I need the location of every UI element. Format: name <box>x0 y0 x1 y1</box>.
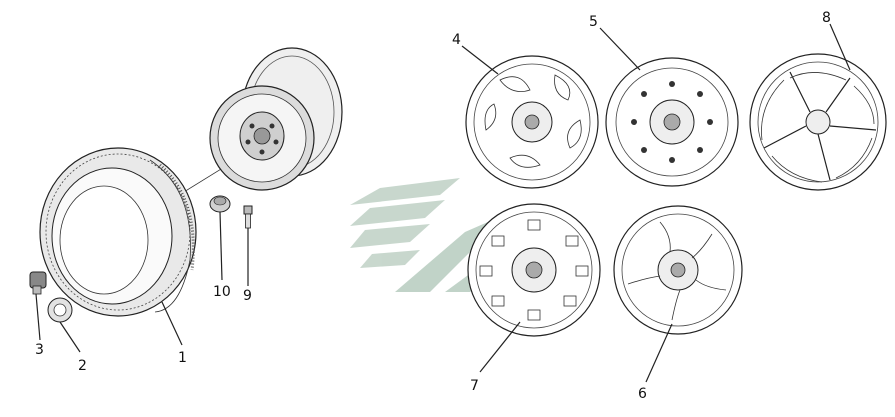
callout-2: 2 <box>78 358 87 374</box>
alloy-wheel-8 <box>749 53 887 191</box>
callout-5: 5 <box>589 14 598 30</box>
callout-1: 1 <box>178 350 187 366</box>
callout-8: 8 <box>822 10 831 26</box>
callout-6: 6 <box>638 386 647 402</box>
callout-4: 4 <box>452 32 461 48</box>
leader-lines <box>35 23 851 383</box>
callout-3: 3 <box>35 342 44 358</box>
steel-wheel-5 <box>605 57 739 187</box>
alloy-wheel-4 <box>465 55 599 189</box>
callout-9: 9 <box>243 288 252 304</box>
callout-10: 10 <box>213 284 231 300</box>
callout-7: 7 <box>470 378 479 394</box>
steel-wheel <box>209 47 343 191</box>
alloy-wheel-6 <box>613 205 743 335</box>
wheel-bolt-part <box>243 205 253 229</box>
hub-nut-part <box>209 195 231 213</box>
tyre-assembly <box>39 147 197 317</box>
valve-part <box>29 271 47 295</box>
valve-cap-part <box>47 297 73 323</box>
alloy-wheel-7 <box>467 203 601 337</box>
